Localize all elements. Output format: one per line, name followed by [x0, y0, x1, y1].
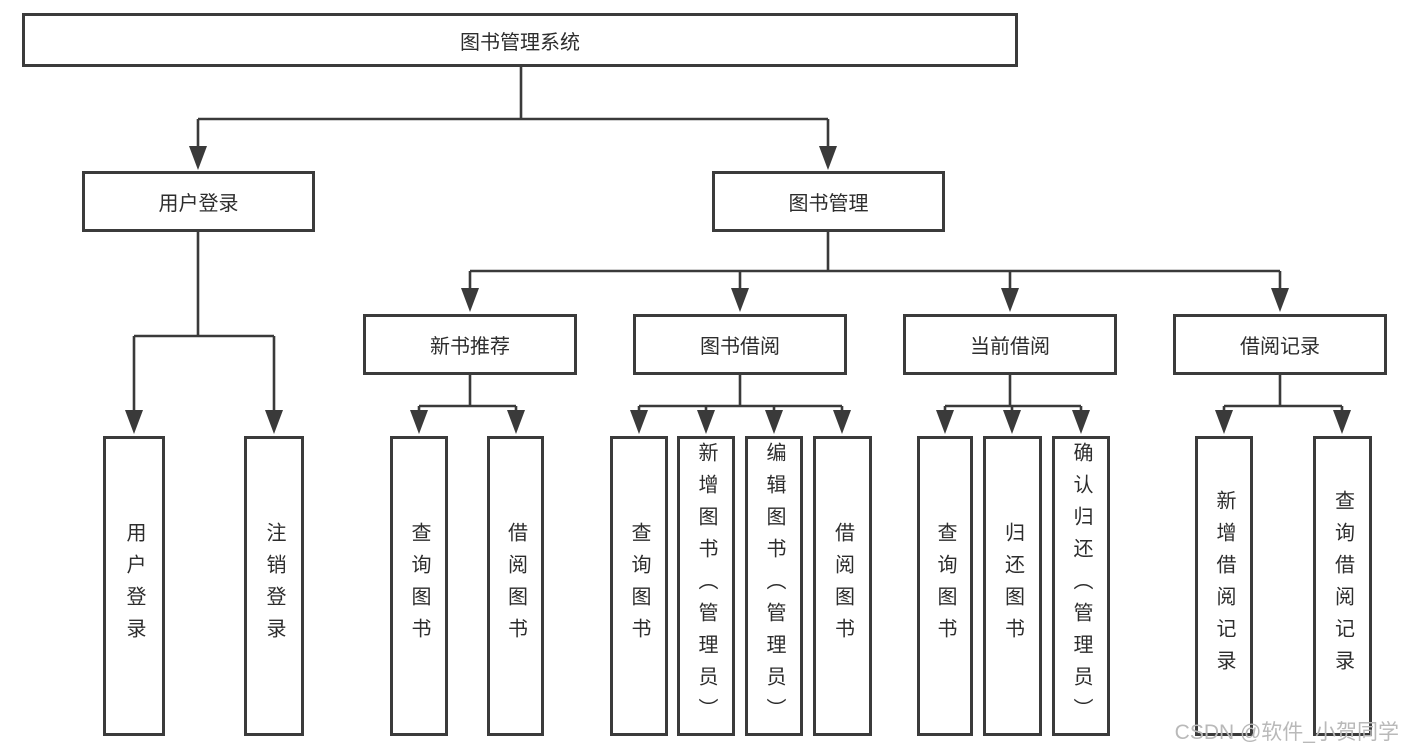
leaf-user-login: 用户登录: [103, 436, 165, 736]
node-user-login: 用户登录: [82, 171, 315, 232]
node-current-borrow: 当前借阅: [903, 314, 1117, 375]
node-label: 查询图书: [408, 522, 430, 650]
node-label: 查询图书: [628, 522, 650, 650]
node-label: 新增图书（管理员）: [695, 442, 717, 730]
node-label: 查询图书: [934, 522, 956, 650]
node-label: 借阅记录: [1240, 336, 1320, 358]
node-label: 新增借阅记录: [1213, 490, 1235, 682]
node-root-library-system: 图书管理系统: [22, 13, 1018, 67]
node-book-management: 图书管理: [712, 171, 945, 232]
leaf-query-book-borrow: 查询图书: [610, 436, 668, 736]
node-label: 新书推荐: [430, 336, 510, 358]
leaf-add-borrow-record: 新增借阅记录: [1195, 436, 1253, 736]
node-label: 用户登录: [123, 522, 145, 650]
node-borrow-record: 借阅记录: [1173, 314, 1387, 375]
node-label: 用户登录: [158, 193, 239, 215]
node-label: 编辑图书（管理员）: [763, 442, 785, 730]
node-label: 借阅图书: [831, 522, 854, 650]
leaf-return-book: 归还图书: [983, 436, 1042, 736]
node-new-book-recommend: 新书推荐: [363, 314, 577, 375]
leaf-query-book-recommend: 查询图书: [390, 436, 448, 736]
leaf-query-book-current: 查询图书: [917, 436, 973, 736]
leaf-edit-book-admin: 编辑图书（管理员）: [745, 436, 803, 736]
leaf-logout: 注销登录: [244, 436, 304, 736]
node-label: 归还图书: [1001, 522, 1024, 650]
node-label: 查询借阅记录: [1331, 490, 1354, 682]
leaf-borrow-book-recommend: 借阅图书: [487, 436, 544, 736]
node-label: 图书借阅: [700, 336, 780, 358]
leaf-borrow-book: 借阅图书: [813, 436, 872, 736]
leaf-query-borrow-record: 查询借阅记录: [1313, 436, 1372, 736]
node-label: 借阅图书: [504, 522, 527, 650]
leaf-add-book-admin: 新增图书（管理员）: [677, 436, 735, 736]
node-label: 图书管理: [788, 193, 869, 215]
node-label: 注销登录: [263, 522, 285, 650]
arrowheads: [125, 146, 1351, 434]
node-label: 图书管理系统: [460, 31, 580, 54]
node-label: 当前借阅: [970, 336, 1050, 358]
csdn-watermark: CSDN @软件_小贺同学: [1174, 721, 1399, 744]
node-book-borrow: 图书借阅: [633, 314, 847, 375]
leaf-confirm-return-admin: 确认归还（管理员）: [1052, 436, 1110, 736]
node-label: 确认归还（管理员）: [1070, 442, 1092, 730]
